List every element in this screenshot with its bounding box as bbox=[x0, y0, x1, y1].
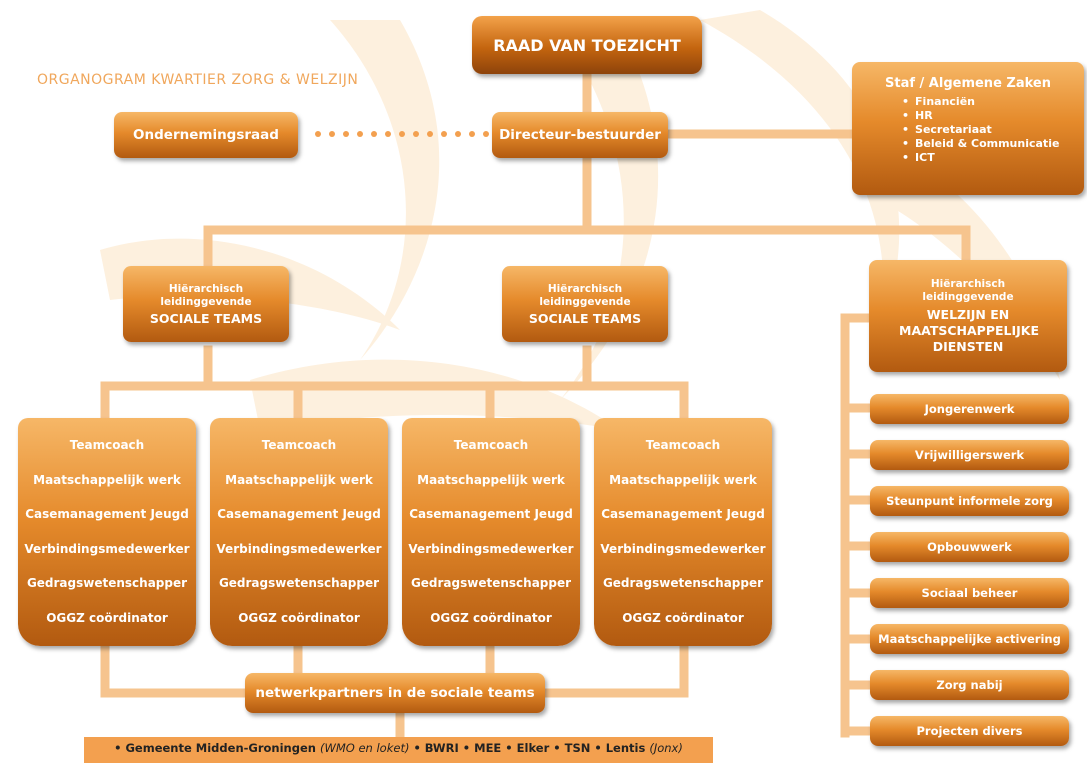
directeur-box: Directeur-bestuurder bbox=[492, 112, 668, 158]
team-role: Verbindingsmedewerker bbox=[216, 541, 382, 556]
team-roles: Teamcoach Maatschappelijk werk Casemanag… bbox=[18, 418, 196, 635]
service-label: Jongerenwerk bbox=[924, 402, 1015, 416]
team-role: OGGZ coördinator bbox=[46, 610, 168, 625]
service-box: Projecten divers bbox=[870, 716, 1069, 746]
service-box: Sociaal beheer bbox=[870, 578, 1069, 608]
manager-line2: leidinggevende bbox=[922, 290, 1014, 303]
staff-title: Staf / Algemene Zaken bbox=[885, 76, 1051, 91]
service-label: Sociaal beheer bbox=[921, 586, 1018, 600]
team-role: Maatschappelijk werk bbox=[33, 472, 181, 487]
team-roles: Teamcoach Maatschappelijk werk Casemanag… bbox=[402, 418, 580, 635]
team-role: Gedragswetenschapper bbox=[410, 576, 572, 590]
service-box: Vrijwilligerswerk bbox=[870, 440, 1069, 470]
service-label: Zorg nabij bbox=[936, 678, 1003, 692]
team-role: Casemanagement Jeugd bbox=[25, 507, 189, 521]
partner-name: Lentis bbox=[605, 741, 646, 755]
team-box-3: Teamcoach Maatschappelijk werk Casemanag… bbox=[402, 418, 580, 646]
manager-name: SOCIALE TEAMS bbox=[149, 311, 263, 326]
service-box: Zorg nabij bbox=[870, 670, 1069, 700]
team-role: OGGZ coördinator bbox=[430, 610, 552, 625]
partner-name: BWRI bbox=[424, 741, 459, 755]
service-box: Maatschappelijke activering bbox=[870, 624, 1069, 654]
team-role: Verbindingsmedewerker bbox=[24, 541, 190, 556]
manager-line2: leidinggevende bbox=[160, 296, 252, 308]
team-role: Casemanagement Jeugd bbox=[601, 507, 765, 521]
netwerk-label: netwerkpartners in de sociale teams bbox=[255, 685, 535, 701]
team-role: Teamcoach bbox=[645, 438, 721, 452]
team-role: OGGZ coördinator bbox=[622, 610, 744, 625]
team-role: Maatschappelijk werk bbox=[609, 472, 757, 487]
team-role: Maatschappelijk werk bbox=[417, 472, 565, 487]
partner-name: Gemeente Midden-Groningen bbox=[125, 741, 316, 755]
team-role: Gedragswetenschapper bbox=[602, 576, 764, 590]
raad-van-toezicht-box: RAAD VAN TOEZICHT bbox=[472, 16, 702, 74]
manager-name: WELZIJN EN MAATSCHAPPELIJKE DIENSTEN bbox=[899, 306, 1040, 354]
partners-bar: • Gemeente Midden-Groningen (WMO en loke… bbox=[84, 737, 713, 763]
team-role: Gedragswetenschapper bbox=[218, 576, 380, 590]
service-label: Projecten divers bbox=[916, 724, 1023, 738]
partner-name: Elker bbox=[516, 741, 550, 755]
directeur-label: Directeur-bestuurder bbox=[499, 127, 661, 143]
service-box: Opbouwwerk bbox=[870, 532, 1069, 562]
team-box-1: Teamcoach Maatschappelijk werk Casemanag… bbox=[18, 418, 196, 646]
service-box: Jongerenwerk bbox=[870, 394, 1069, 424]
staff-item: ICT bbox=[902, 151, 1084, 165]
partner-name: TSN bbox=[564, 741, 591, 755]
staff-item: Beleid & Communicatie bbox=[902, 137, 1084, 151]
service-box: Steunpunt informele zorg bbox=[870, 486, 1069, 516]
service-label: Opbouwwerk bbox=[927, 540, 1012, 554]
manager-name: SOCIALE TEAMS bbox=[528, 311, 642, 326]
ondernemingsraad-label: Ondernemingsraad bbox=[133, 127, 279, 143]
partner-note: (WMO en loket) bbox=[319, 741, 410, 755]
team-role: Teamcoach bbox=[261, 438, 337, 452]
staff-item: HR bbox=[902, 109, 1084, 123]
staff-item: Secretariaat bbox=[902, 123, 1084, 137]
team-role: Teamcoach bbox=[69, 438, 145, 452]
team-box-2: Teamcoach Maatschappelijk werk Casemanag… bbox=[210, 418, 388, 646]
team-role: Gedragswetenschapper bbox=[26, 576, 188, 590]
team-role: Verbindingsmedewerker bbox=[408, 541, 574, 556]
team-role: Verbindingsmedewerker bbox=[600, 541, 766, 556]
team-roles: Teamcoach Maatschappelijk werk Casemanag… bbox=[210, 418, 388, 635]
manager-box-sociale-teams-1: Hiërarchisch leidinggevende SOCIALE TEAM… bbox=[123, 266, 289, 342]
raad-van-toezicht-label: RAAD VAN TOEZICHT bbox=[493, 35, 681, 55]
manager-line2: leidinggevende bbox=[539, 296, 631, 308]
manager-line1: Hiërarchisch bbox=[547, 283, 623, 295]
manager-box-welzijn: Hiërarchisch leidinggevende WELZIJN EN M… bbox=[869, 260, 1067, 372]
team-box-4: Teamcoach Maatschappelijk werk Casemanag… bbox=[594, 418, 772, 646]
service-label: Maatschappelijke activering bbox=[878, 632, 1061, 646]
service-label: Vrijwilligerswerk bbox=[914, 448, 1025, 462]
partner-name: MEE bbox=[474, 741, 502, 755]
team-role: Teamcoach bbox=[453, 438, 529, 452]
partner-note: (Jonx) bbox=[649, 741, 683, 755]
service-label: Steunpunt informele zorg bbox=[886, 494, 1053, 508]
team-roles: Teamcoach Maatschappelijk werk Casemanag… bbox=[594, 418, 772, 635]
staff-box: Staf / Algemene Zaken Financiën HR Secre… bbox=[852, 62, 1084, 195]
manager-box-sociale-teams-2: Hiërarchisch leidinggevende SOCIALE TEAM… bbox=[502, 266, 668, 342]
diagram-title: ORGANOGRAM KWARTIER ZORG & WELZIJN bbox=[37, 72, 359, 88]
team-role: Casemanagement Jeugd bbox=[409, 507, 573, 521]
manager-line1: Hiërarchisch bbox=[930, 277, 1006, 290]
netwerk-box: netwerkpartners in de sociale teams bbox=[245, 673, 545, 713]
team-role: Casemanagement Jeugd bbox=[217, 507, 381, 521]
team-role: OGGZ coördinator bbox=[238, 610, 360, 625]
team-role: Maatschappelijk werk bbox=[225, 472, 373, 487]
staff-item: Financiën bbox=[902, 95, 1084, 109]
ondernemingsraad-box: Ondernemingsraad bbox=[114, 112, 298, 158]
staff-list: Financiën HR Secretariaat Beleid & Commu… bbox=[902, 95, 1084, 165]
manager-line1: Hiërarchisch bbox=[168, 283, 244, 295]
